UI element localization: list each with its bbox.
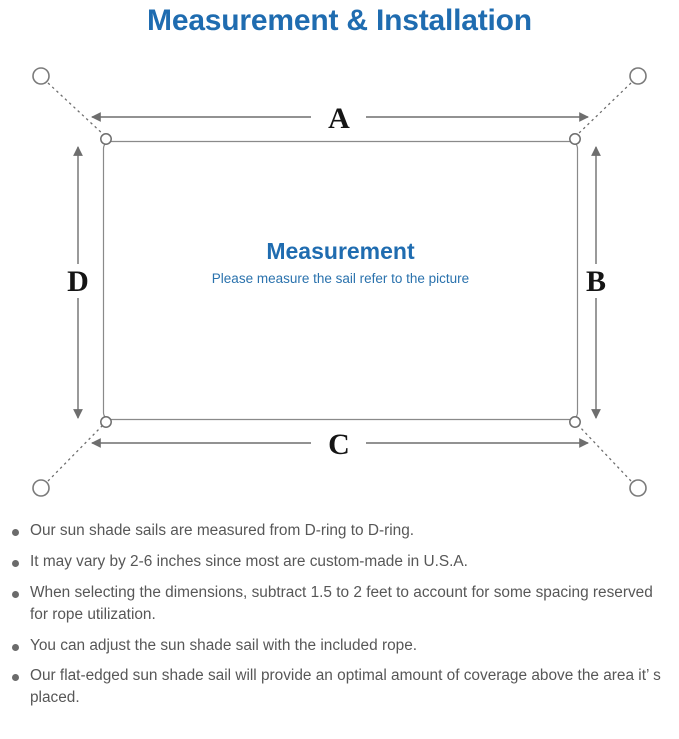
rope-line-top-left [47,82,105,136]
bullet-dot-icon [12,559,19,567]
d-ring-group [100,133,581,428]
list-item: It may vary by 2-6 inches since most are… [0,551,679,573]
sail-rectangle [102,140,579,421]
d-ring-top-right [569,133,581,145]
rope-line-bottom-right [576,423,632,482]
anchor-ring-top-right [629,67,647,85]
list-item-text: Our flat-edged sun shade sail will provi… [30,667,661,707]
list-item: Our flat-edged sun shade sail will provi… [0,665,679,709]
anchor-ring-bottom-right [629,479,647,497]
bullet-dot-icon [12,674,19,682]
list-item: You can adjust the sun shade sail with t… [0,635,679,657]
sun-shade-sail-measurement-diagram: A C D B [0,50,679,510]
anchor-ring-top-left [32,67,50,85]
list-item-text: When selecting the dimensions, subtract … [30,583,653,623]
list-item-text: It may vary by 2-6 inches since most are… [30,552,468,570]
list-item: Our sun shade sails are measured from D-… [0,520,679,542]
bullet-dot-icon [12,643,19,651]
list-item-text: You can adjust the sun shade sail with t… [30,636,418,654]
bullet-dot-icon [12,590,19,598]
dimension-label-d: D [67,265,89,298]
notes-list: Our sun shade sails are measured from D-… [0,520,679,718]
d-ring-top-left [100,133,112,145]
anchor-ring-bottom-left [32,479,50,497]
dimension-label-a: A [328,102,350,135]
list-item-text: Our sun shade sails are measured from D-… [30,522,415,539]
dimension-label-b: B [586,265,606,298]
rope-line-group [47,82,632,482]
bullet-dot-icon [12,529,19,536]
d-ring-bottom-right [569,416,581,428]
anchor-ring-group [32,67,647,497]
rope-line-top-right [576,82,632,136]
d-ring-bottom-left [100,416,112,428]
dimension-label-c: C [328,428,350,461]
rope-line-bottom-left [47,423,105,482]
list-item: When selecting the dimensions, subtract … [0,582,679,626]
page-title: Measurement & Installation [147,4,532,37]
